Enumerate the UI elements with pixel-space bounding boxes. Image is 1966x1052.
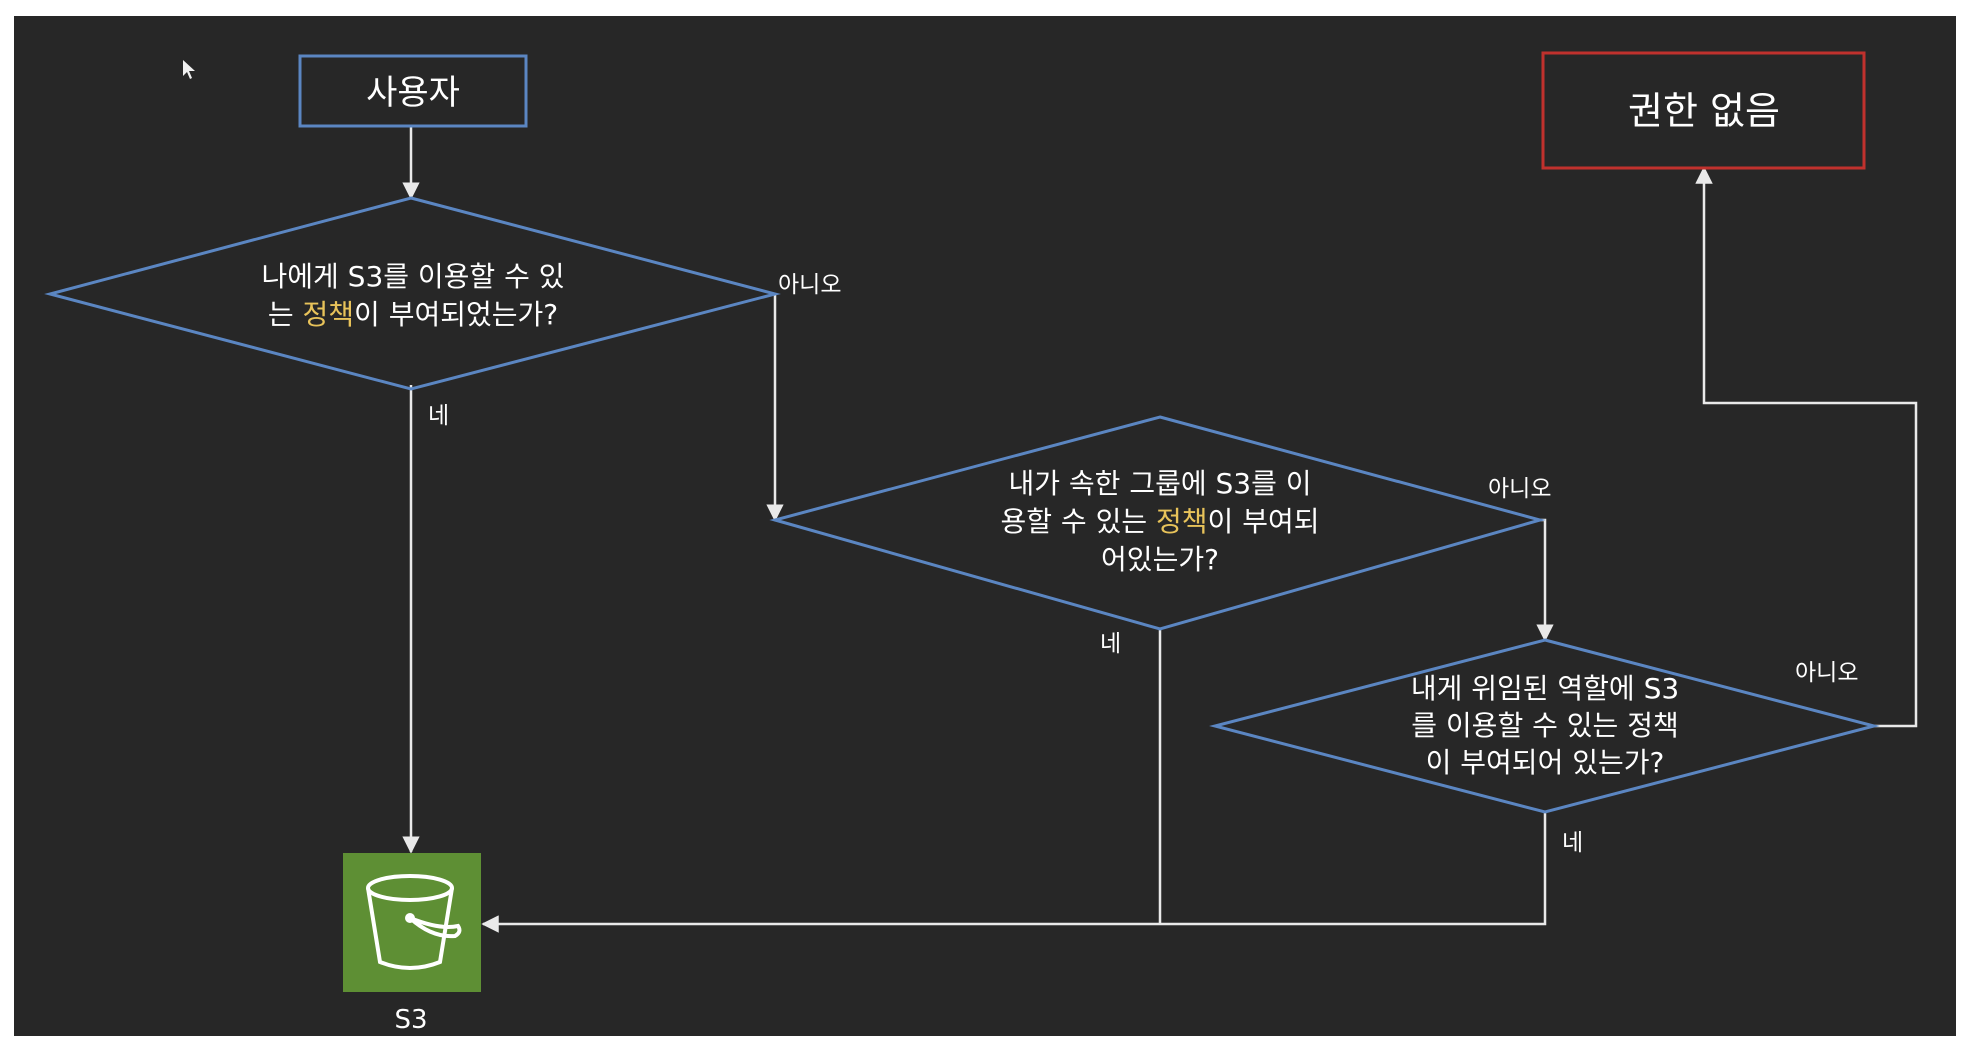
no-permission-node: 권한 없음 [1541,51,1866,170]
decision-q3-line3: 이 부여되어 있는가? [1426,746,1665,779]
decision-q1-policy-highlight: 정책 [303,298,355,331]
no-permission-node-box [1541,51,1866,170]
decision-q1-diamond [44,196,781,391]
decision-q1-line1: 나에게 S3를 이용할 수 있 [261,260,564,293]
edge-label-q3-yes: 네 [1562,830,1583,856]
decision-q2-line3: 어있는가? [1101,543,1219,576]
decision-q2-line1: 내가 속한 그룹에 S3를 이 [1008,467,1311,500]
decision-q3: 내게 위임된 역할에 S3 를 이용할 수 있는 정책 이 부여되어 있는가? [1209,638,1880,814]
edge-q3-yes-to-s3 [481,812,1547,933]
diagram-background [14,16,1956,1036]
user-node: 사용자 [298,54,528,128]
decision-q3-line2: 를 이용할 수 있는 정책 [1411,709,1678,742]
user-node-box [298,54,528,128]
decision-q2-diamond [769,415,1546,631]
s3-bucket-icon [366,874,462,970]
decision-q1-line2-post: 이 부여되었는가? [354,298,558,331]
edge-q3-no-to-no-permission [1695,166,1918,728]
no-permission-node-label: 권한 없음 [1628,89,1780,133]
s3-node: S3 [343,853,481,1035]
mouse-cursor-icon [183,60,195,79]
edge-label-q1-no: 아니오 [778,272,841,298]
decision-q2-line2-post: 이 부여되 [1208,505,1320,538]
decision-q2-line2-pre: 용할 수 있는 [1001,505,1157,538]
decision-q1-line2: 는 정책이 부여되었는가? [268,298,558,331]
user-node-label: 사용자 [366,73,460,113]
decision-q2: 내가 속한 그룹에 S3를 이 용할 수 있는 정책이 부여되 어있는가? [769,415,1546,631]
edge-label-q2-yes: 네 [1100,631,1121,657]
decision-q1: 나에게 S3를 이용할 수 있 는 정책이 부여되었는가? [44,196,781,391]
edge-label-q3-no: 아니오 [1795,660,1858,686]
decision-q2-line2: 용할 수 있는 정책이 부여되 [1001,505,1320,538]
decision-q1-line2-pre: 는 [268,298,303,331]
edge-label-q1-yes: 네 [428,403,449,429]
decision-q2-policy-highlight: 정책 [1156,505,1208,538]
decision-q3-diamond [1209,638,1880,814]
s3-node-label: S3 [394,1005,427,1035]
edge-label-q2-no: 아니오 [1488,476,1551,502]
decision-q3-line1: 내게 위임된 역할에 S3 [1411,672,1679,705]
